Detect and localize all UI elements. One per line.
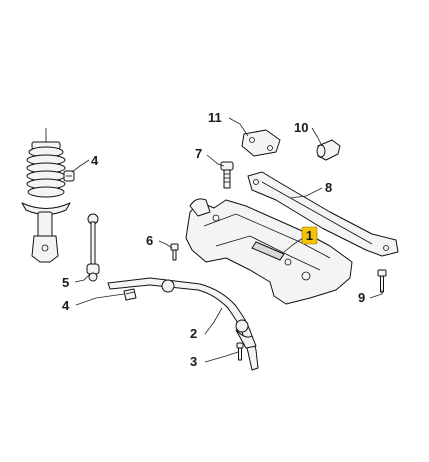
callout-8: 8 (325, 180, 332, 195)
callout-1-highlight (301, 226, 318, 245)
nut-upper (63, 170, 75, 182)
subframe-crossmember (185, 198, 353, 305)
callout-10: 10 (294, 120, 308, 135)
callout-7: 7 (195, 146, 202, 161)
bolt-9 (377, 269, 387, 293)
callout-11: 11 (208, 110, 222, 125)
stabilizer-bar (107, 277, 259, 371)
callout-6: 6 (146, 233, 153, 248)
stabilizer-bushing (123, 288, 137, 301)
callout-4-upper: 4 (91, 153, 99, 168)
strut-assembly (21, 128, 71, 263)
callout-5: 5 (62, 275, 69, 290)
callout-4-lower: 4 (62, 298, 70, 313)
coil-spring (26, 146, 66, 198)
callout-2: 2 (190, 326, 197, 341)
reinforcement-bar (247, 171, 399, 257)
stabilizer-link (86, 213, 100, 282)
bracket-plate (241, 129, 281, 157)
callout-3: 3 (190, 354, 197, 369)
callout-1: 1 (306, 228, 313, 243)
bolt-7 (220, 161, 234, 189)
callout-9: 9 (358, 290, 365, 305)
bushing-10 (316, 139, 341, 161)
bolt-6 (170, 243, 179, 261)
leader-lines (71, 117, 383, 363)
callout-labels: 1 2 3 4 4 5 6 7 8 9 10 11 (62, 110, 365, 369)
bolt-3 (236, 342, 244, 361)
